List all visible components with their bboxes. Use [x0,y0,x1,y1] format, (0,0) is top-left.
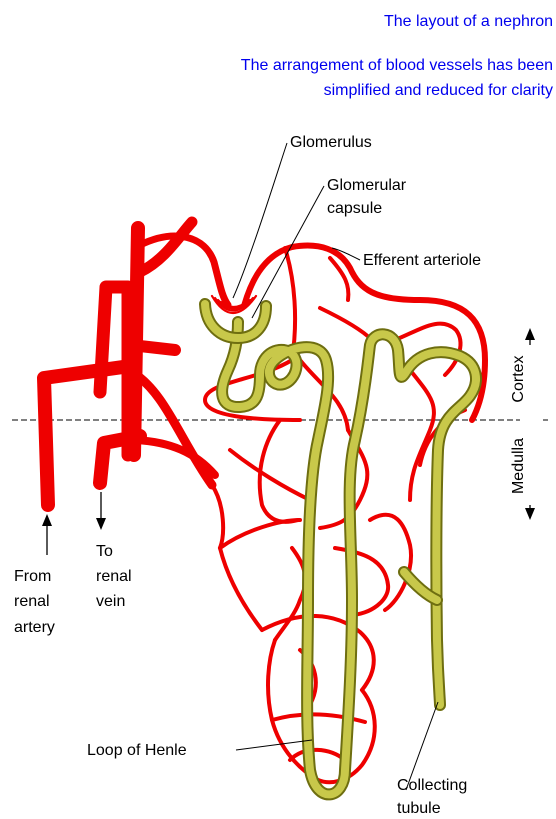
artery-arrowhead [42,514,52,526]
loop-leader [236,740,312,750]
capillary [290,750,345,760]
interlobular-vessel [132,372,212,485]
capillary [212,485,223,548]
capsule-label-line-2: capsule [327,200,382,217]
capillary [220,548,262,630]
loop-of-henle-label: Loop of Henle [87,742,187,759]
glomerulus-label: Glomerulus [290,134,372,151]
interlobular-vessel [131,345,175,350]
renal-artery-label-line-2: renal [14,593,50,610]
diagram-title: The layout of a nephron [384,13,553,30]
capillary [220,520,300,548]
capsule-label-line-1: Glomerular [327,177,407,194]
medulla-arrowhead [525,508,535,520]
renal-vein-label-line-1: To [96,543,113,560]
interlobular-vessel [140,222,192,272]
collecting-tubule-label-line-1: Collecting [397,777,467,794]
medulla-label: Medulla [510,438,527,494]
cortex-label: Cortex [510,355,527,402]
note-line-1: The arrangement of blood vessels has bee… [241,57,553,74]
renal-vein-label-line-3: vein [96,593,125,610]
capillary [260,420,298,522]
capsule-leader [252,186,324,318]
capillary [335,548,388,615]
capillary [230,450,310,500]
nephron-tubule [222,322,476,794]
capillary [320,308,372,340]
capillary [275,548,305,640]
collecting-tubule-label-line-2: tubule [397,800,441,817]
cortex-arrowhead [525,328,535,340]
note-line-2: simplified and reduced for clarity [324,82,553,99]
vein-arrowhead [96,518,106,530]
efferent-arteriole-label: Efferent arteriole [363,252,481,269]
renal-artery-label-line-3: artery [14,619,55,636]
renal-artery-label-line-1: From [14,568,51,585]
capillary [320,430,367,528]
renal-vein-label-line-2: renal [96,568,132,585]
